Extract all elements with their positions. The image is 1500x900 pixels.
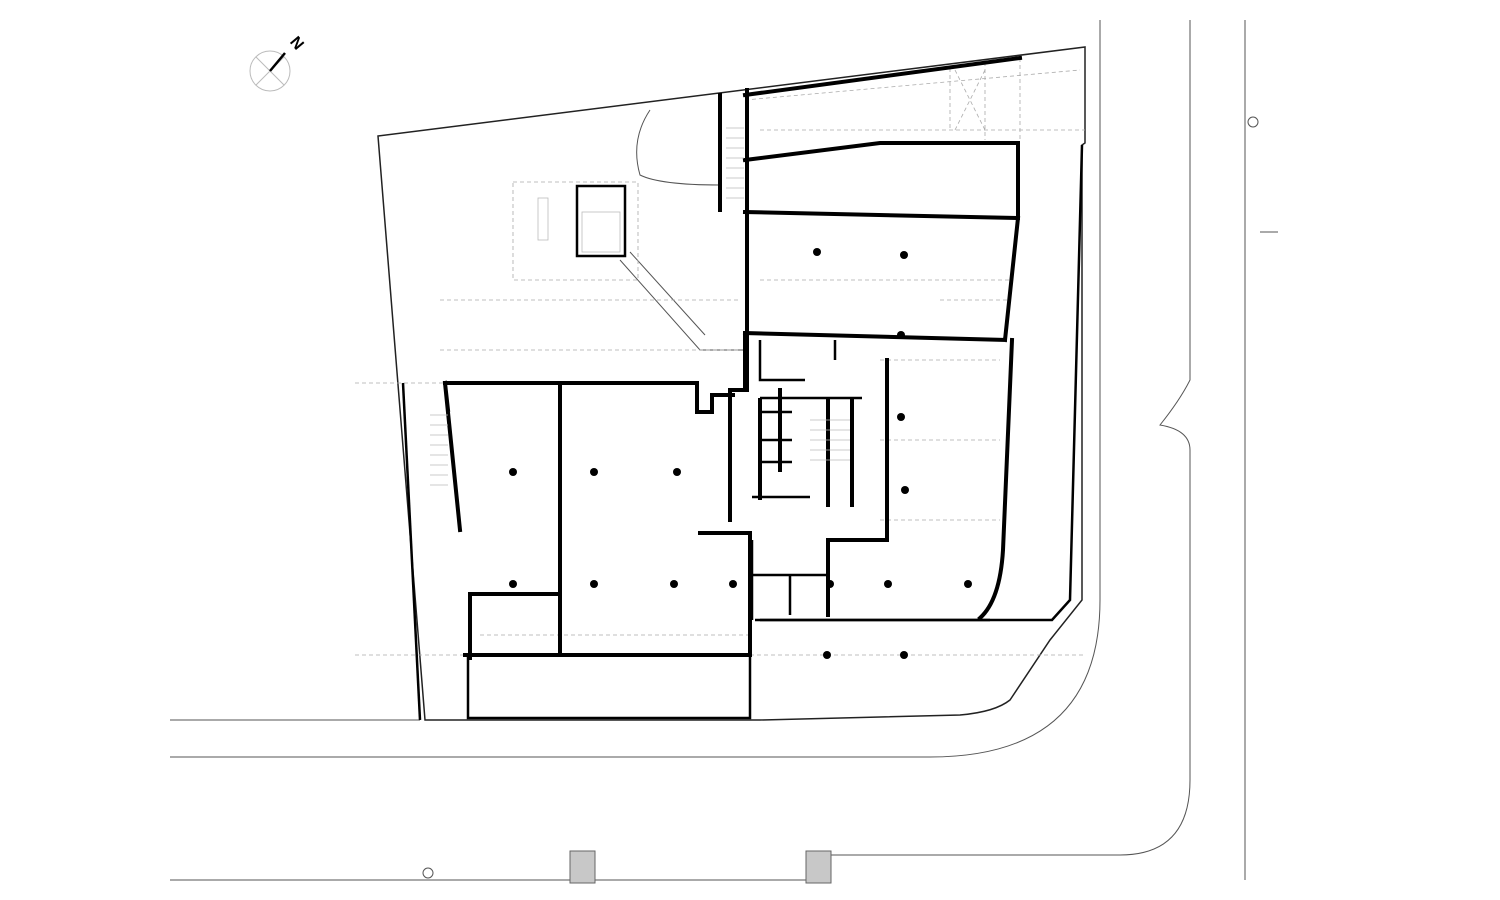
north-arrow-circle: [249, 50, 291, 92]
columns: [509, 248, 972, 659]
north-label: N: [286, 34, 306, 54]
north-arrow-needle: [269, 52, 286, 72]
site-boundary: [377, 46, 1086, 721]
stairs: [430, 127, 850, 486]
north-arrow: N: [249, 34, 307, 92]
pavement-block: [569, 850, 596, 884]
pavement-block: [805, 850, 832, 884]
courtyard: [355, 58, 1085, 656]
street-lines: [170, 20, 1278, 884]
walls: [401, 55, 1084, 721]
